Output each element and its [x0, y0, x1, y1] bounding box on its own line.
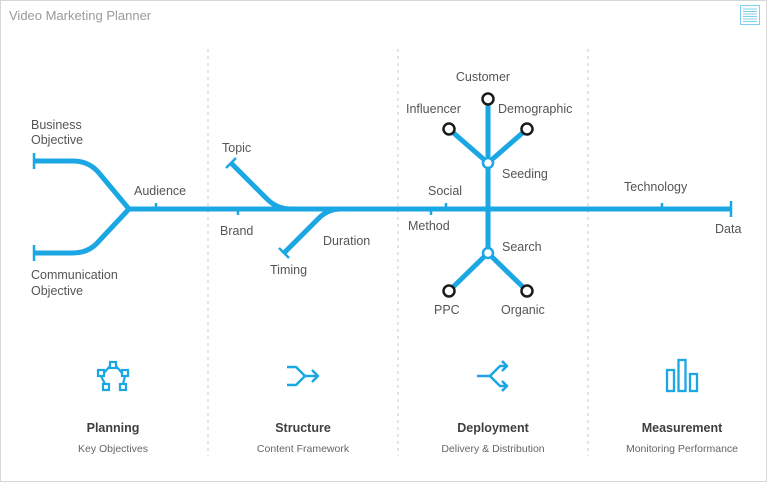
organic-branch — [486, 251, 529, 293]
label-customer: Customer — [455, 70, 511, 84]
stage-subtitle: Monitoring Performance — [625, 443, 739, 455]
stage-deployment: Deployment Delivery & Distribution — [403, 356, 583, 455]
menu-icon[interactable] — [740, 5, 760, 25]
stage-title: Measurement — [641, 421, 723, 435]
label-demographic: Demographic — [498, 102, 573, 116]
stage-subtitle: Content Framework — [256, 443, 350, 455]
station-demographic — [520, 122, 534, 136]
station-customer — [481, 92, 495, 106]
merge-arrow-icon — [287, 365, 320, 387]
ppc-branch — [447, 251, 490, 293]
cap-timing — [278, 247, 290, 259]
label-audience: Audience — [134, 184, 187, 198]
station-organic — [520, 284, 534, 298]
communication-branch — [34, 207, 131, 256]
split-arrow-icon — [477, 360, 509, 392]
label-method: Method — [408, 219, 450, 233]
stage-measurement: Measurement Monitoring Performance — [592, 356, 767, 455]
label-organic: Organic — [501, 303, 545, 317]
stage-title: Deployment — [457, 421, 529, 435]
label-business-1: Business — [31, 118, 82, 132]
label-data: Data — [715, 222, 742, 236]
label-brand: Brand — [220, 224, 254, 238]
demographic-branch — [486, 127, 529, 165]
label-social: Social — [428, 184, 463, 198]
influencer-branch — [447, 127, 490, 165]
stage-subtitle: Key Objectives — [77, 443, 149, 455]
flow-network-icon — [96, 360, 130, 392]
stage-title: Structure — [275, 421, 331, 435]
station-ppc — [442, 284, 456, 298]
business-branch — [34, 158, 131, 211]
stage-structure: Structure Content Framework — [213, 356, 393, 455]
label-influencer: Influencer — [406, 102, 461, 116]
topic-branch — [229, 161, 292, 212]
label-topic: Topic — [222, 141, 252, 155]
timing-branch — [282, 206, 342, 255]
stage-planning: Planning Key Objectives — [23, 356, 203, 455]
station-search — [481, 246, 495, 260]
label-seeding: Seeding — [502, 167, 548, 181]
bar-chart-icon — [665, 358, 699, 393]
stage-subtitle: Delivery & Distribution — [441, 443, 545, 455]
label-duration: Duration — [323, 234, 371, 248]
cap-topic — [225, 157, 237, 169]
page-title: Video Marketing Planner — [9, 8, 152, 23]
station-influencer — [442, 122, 456, 136]
label-business-2: Objective — [31, 133, 84, 147]
label-communication-1: Communication — [31, 268, 118, 282]
label-communication-2: Objective — [31, 284, 84, 298]
label-timing: Timing — [270, 263, 308, 277]
label-technology: Technology — [624, 180, 688, 194]
stage-title: Planning — [86, 421, 140, 435]
station-seeding — [481, 156, 495, 170]
label-search: Search — [502, 240, 542, 254]
label-ppc: PPC — [434, 303, 460, 317]
